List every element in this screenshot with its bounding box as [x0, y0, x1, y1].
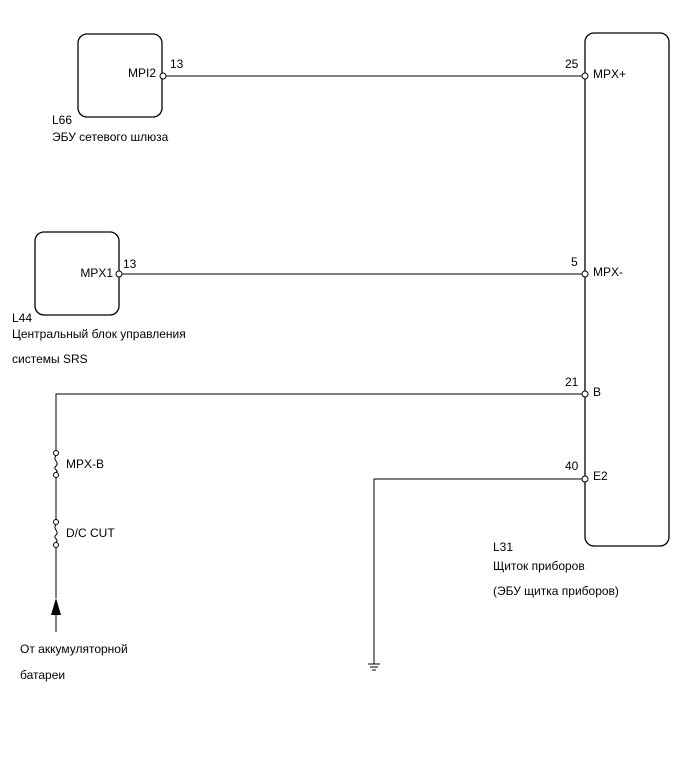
gateway-pin-name: MPI2 [128, 66, 156, 80]
meter-terminal-b [581, 390, 589, 398]
wire-e2-ground [373, 478, 585, 664]
gateway-code: L66 [52, 113, 72, 127]
wire-b-top [55, 393, 585, 451]
arrow-up-icon [51, 598, 61, 632]
meter-pin-name-1: MPX+ [593, 67, 626, 81]
ground-icon [368, 663, 380, 671]
meter-terminal-mpx-minus [581, 270, 589, 278]
srs-pin-name: MPX1 [80, 266, 113, 280]
srs-pin-number: 13 [123, 257, 137, 271]
meter-pin-number-4: 40 [565, 459, 579, 473]
gateway-pin-terminal [159, 72, 167, 80]
srs-name-line1: Центральный блок управления [12, 327, 186, 341]
meter-pin-name-2: MPX- [593, 265, 623, 279]
meter-terminal-mpx-plus [581, 72, 589, 80]
battery-label-line1: От аккумуляторной [20, 642, 128, 656]
gateway-name: ЭБУ сетевого шлюза [52, 130, 169, 144]
fuse-label-mpx-b: MPX-B [66, 457, 104, 471]
meter-pin-number-3: 21 [565, 375, 579, 389]
battery-label-line2: батареи [20, 668, 65, 682]
meter-name-line1: Щиток приборов [493, 559, 585, 573]
meter-terminal-e2 [581, 475, 589, 483]
srs-name-line2: системы SRS [12, 352, 88, 366]
fuse-icon [53, 450, 59, 478]
fuse-label-dc-cut: D/C CUT [66, 526, 115, 540]
meter-pin-name-4: E2 [593, 469, 608, 483]
fuse-icon [53, 519, 59, 548]
meter-name-line2: (ЭБУ щитка приборов) [493, 584, 619, 598]
meter-pin-number-2: 5 [571, 255, 578, 269]
meter-pin-number-1: 25 [565, 57, 579, 71]
meter-pin-name-3: B [593, 385, 601, 399]
meter-code: L31 [493, 540, 513, 554]
srs-pin-terminal [115, 270, 123, 278]
meter-box [584, 32, 670, 547]
gateway-pin-number: 13 [170, 57, 184, 71]
srs-code: L44 [12, 311, 32, 325]
